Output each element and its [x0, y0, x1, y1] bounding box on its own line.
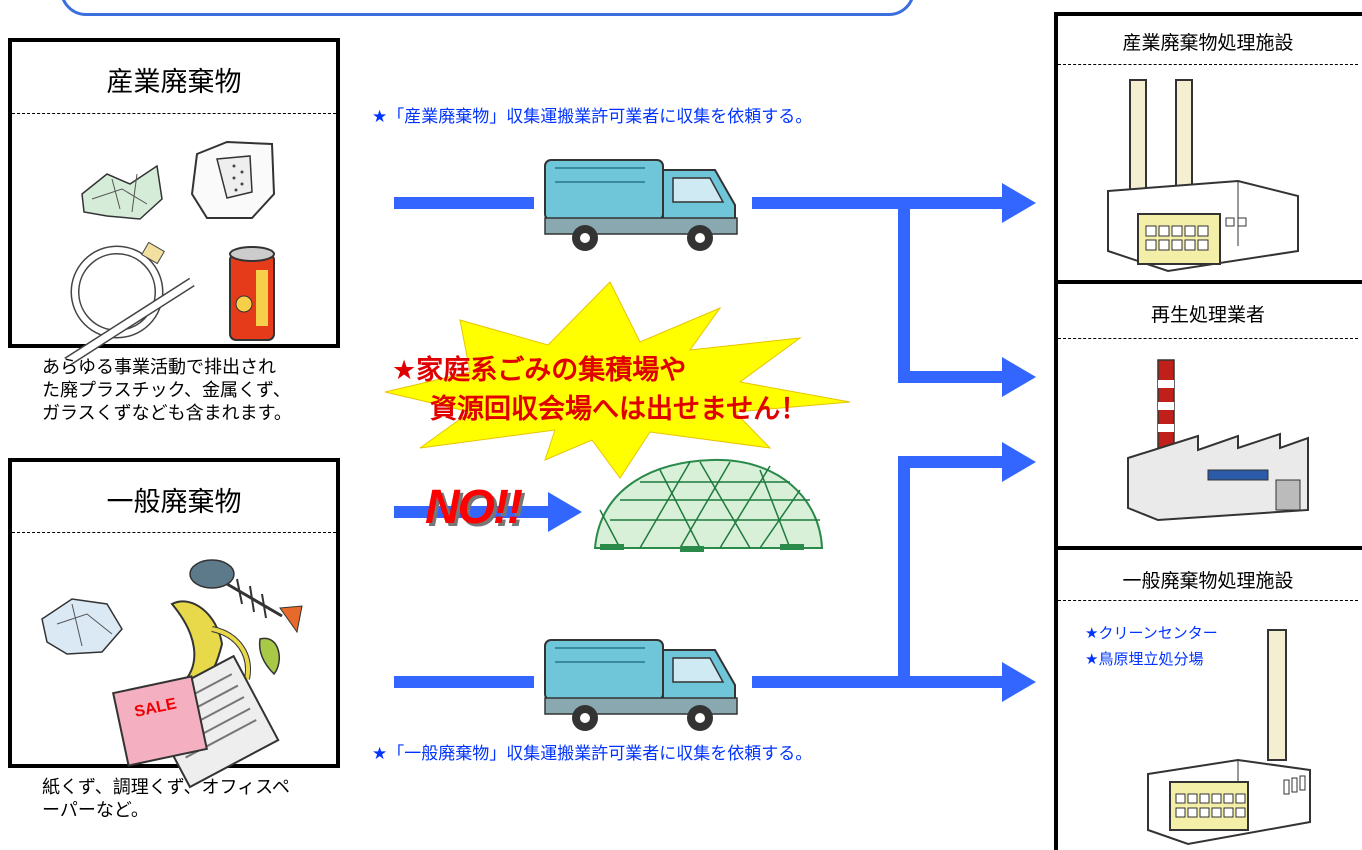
general-facility-notes: ★クリーンセンター ★鳥原埋立処分場: [1085, 620, 1218, 672]
section-divider: [1058, 546, 1362, 550]
arrow-shaft: [394, 676, 534, 688]
arrow-shaft: [394, 197, 534, 209]
general-route-note: ★「一般廃棄物」収集運搬業許可業者に収集を依頼する。: [372, 744, 813, 764]
arrow-head: [1002, 357, 1036, 397]
industrial-waste-box: 産業廃棄物: [8, 38, 340, 367]
title-divider: [1058, 338, 1358, 339]
industrial-route-note: ★「産業廃棄物」収集運搬業許可業者に収集を依頼する。: [372, 107, 813, 127]
facility-note: ★鳥原埋立処分場: [1085, 650, 1204, 668]
facility-note: ★クリーンセンター: [1085, 624, 1218, 642]
no-label: NO!!: [425, 481, 523, 534]
general-waste-title: 一般廃棄物: [106, 487, 242, 518]
arrow-shaft: [394, 506, 554, 518]
industrial-waste-caption: あらゆる事業活動で排出され た廃プラスチック、金属くず、 ガラスくずなども含まれ…: [42, 356, 342, 425]
crumpled-paper-icon: [41, 598, 123, 655]
factory-sawtooth-roof-icon: [1127, 359, 1309, 522]
caption-line: ーパーなど。: [42, 800, 149, 821]
garbage-truck-icon: [544, 159, 738, 252]
industrial-facility-title: 産業廃棄物処理施設: [1122, 32, 1294, 54]
arrow-head: [1002, 662, 1036, 702]
warning-line-1: ★家庭系ごみの集積場や: [392, 355, 687, 386]
title-divider: [1058, 64, 1358, 65]
arrow-shaft: [898, 456, 910, 688]
arrow-shaft: [752, 676, 1007, 688]
caption-line: ガラスくずなども含まれます。: [42, 403, 292, 424]
arrow-head: [1002, 183, 1036, 223]
caption-line: た廃プラスチック、金属くず、: [42, 380, 291, 401]
warning-line-2: 資源回収会場へは出せません！: [430, 394, 808, 425]
arrow-head: [548, 492, 582, 532]
industrial-waste-title: 産業廃棄物: [106, 67, 242, 98]
arrow-shaft: [898, 371, 1007, 383]
fish-bones-icon: [189, 559, 303, 634]
styrofoam-block-icon: [190, 140, 276, 219]
general-waste-box: 一般廃棄物 SALE: [8, 458, 340, 789]
apple-core-icon: [258, 637, 281, 676]
net-covered-garbage-pile-icon: [593, 458, 824, 552]
sale-flyer-icon: SALE: [111, 675, 209, 767]
arrow-shaft: [752, 197, 1007, 209]
warning-burst: [384, 281, 851, 479]
fluorescent-tubes-icon: [64, 241, 195, 367]
caption-line: あらゆる事業活動で排出され: [42, 357, 276, 378]
title-divider: [12, 532, 336, 533]
garbage-truck-icon: [544, 639, 738, 732]
general-waste-caption: 紙くず、調理くず、オフィスペ ーパーなど。: [42, 776, 342, 822]
general-facility-title: 一般廃棄物処理施設: [1122, 570, 1294, 592]
arrow-head: [1002, 442, 1036, 482]
banana-peel-icon: [170, 600, 251, 689]
title-divider: [12, 113, 336, 114]
caption-line: 紙くず、調理くず、オフィスペ: [42, 777, 290, 798]
title-divider: [1058, 600, 1358, 601]
arrow-shaft: [898, 456, 1007, 468]
arrows: [394, 183, 1036, 702]
section-divider: [1058, 280, 1362, 284]
industrial-waste-illustration: [64, 140, 276, 367]
crumpled-plastic-icon: [81, 164, 163, 220]
facility-column: [1054, 12, 1362, 850]
incinerator-single-chimney-icon: [1147, 629, 1311, 846]
metal-can-icon: [229, 246, 275, 341]
general-waste-illustration: SALE: [41, 559, 303, 789]
arrow-shaft: [898, 197, 910, 383]
recycler-title: 再生処理業者: [1150, 304, 1265, 326]
factory-twin-chimney-icon: [1107, 79, 1299, 273]
